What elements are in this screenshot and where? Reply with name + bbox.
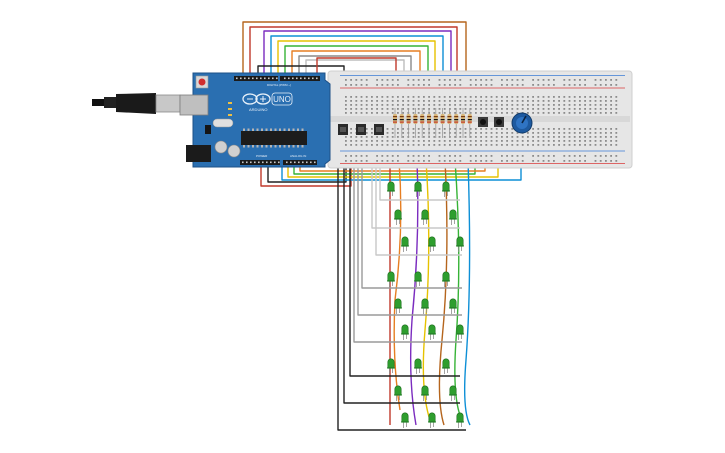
led-13[interactable] [394, 298, 402, 314]
resistor-8[interactable] [440, 108, 445, 138]
arduino-brand-label: ARDUINO [249, 107, 267, 112]
led-8[interactable] [428, 236, 436, 252]
transistors [338, 124, 384, 135]
wire-layer-8[interactable] [343, 160, 460, 404]
usb-connector [155, 94, 181, 113]
resistor-10[interactable] [454, 108, 459, 138]
resistor-4[interactable] [413, 108, 418, 138]
led-2[interactable] [414, 181, 422, 197]
led-21[interactable] [442, 358, 450, 374]
breadboard-holes [345, 79, 618, 162]
wire-layer-5[interactable] [357, 160, 462, 316]
wire-col3-green[interactable] [454, 159, 463, 421]
header-analog [283, 160, 317, 165]
wire-col3-brown[interactable] [438, 159, 448, 426]
led-17[interactable] [428, 324, 436, 340]
usb-plug [104, 97, 116, 108]
wire-col2-yellow[interactable] [422, 159, 431, 421]
led-24[interactable] [449, 385, 457, 401]
led-22[interactable] [394, 385, 402, 401]
arduino-board [192, 72, 331, 168]
wire-col3-blue[interactable] [463, 159, 471, 426]
capacitor-2 [227, 144, 241, 158]
wire-gnd-black[interactable] [267, 158, 347, 183]
led-26[interactable] [428, 412, 436, 428]
resistors [393, 108, 472, 138]
power-jack [186, 145, 211, 162]
power-header-label: POWER [256, 154, 268, 158]
led-11[interactable] [414, 271, 422, 287]
wire-col2-purple[interactable] [409, 159, 419, 426]
resistor-2[interactable] [399, 108, 404, 138]
led-20[interactable] [414, 358, 422, 374]
led-18[interactable] [456, 324, 464, 340]
analog-header-label: ANALOG IN [290, 154, 306, 158]
led-3[interactable] [442, 181, 450, 197]
wire-layer-6[interactable] [353, 160, 462, 343]
microcontroller-chip [241, 131, 307, 145]
led-12[interactable] [442, 271, 450, 287]
transistor-3[interactable] [374, 124, 384, 135]
wire-layer-9[interactable] [337, 160, 466, 431]
crystal [212, 118, 234, 128]
led-10[interactable] [387, 271, 395, 287]
led-25[interactable] [401, 412, 409, 428]
led-16[interactable] [401, 324, 409, 340]
reset-button[interactable] [198, 78, 206, 86]
usb-cable [92, 93, 181, 114]
led-9[interactable] [456, 236, 464, 252]
wire-layer-3[interactable] [379, 160, 460, 201]
usb-port [179, 94, 209, 116]
resistor-9[interactable] [447, 108, 452, 138]
resistor-11[interactable] [461, 108, 465, 138]
wire-col1-orange[interactable] [393, 159, 402, 411]
led-5[interactable] [421, 209, 429, 225]
led-27[interactable] [456, 412, 464, 428]
potentiometer[interactable] [511, 112, 533, 134]
resistor-3[interactable] [406, 108, 411, 138]
wire-layer-1[interactable] [375, 160, 462, 256]
led-7[interactable] [401, 236, 409, 252]
led-19[interactable] [387, 358, 395, 374]
pushbutton-2[interactable] [494, 117, 504, 127]
led-4[interactable] [394, 209, 402, 225]
led-14[interactable] [421, 298, 429, 314]
wire-power-red[interactable] [260, 152, 352, 187]
arduino-logo [242, 93, 271, 105]
wire-layer-4[interactable] [361, 160, 462, 289]
header-power [240, 160, 280, 165]
resistor-7[interactable] [433, 108, 438, 138]
led-6[interactable] [449, 209, 457, 225]
resistor-12[interactable] [467, 108, 472, 138]
transistor-2[interactable] [356, 124, 366, 135]
arduino-uno[interactable]: UNO ARDUINO DIGITAL (PWM ~) POWER ANALOG… [179, 72, 331, 168]
led-23[interactable] [421, 385, 429, 401]
capacitor-1 [214, 140, 228, 154]
arduino-model-label: UNO [273, 95, 291, 104]
pushbuttons [478, 117, 504, 127]
resistor-5[interactable] [420, 108, 425, 138]
led-1[interactable] [387, 181, 395, 197]
transistor-1[interactable] [338, 124, 348, 135]
potentiometer-knob-indicator [521, 115, 527, 124]
regulator [205, 125, 211, 134]
usb-cable-boot [116, 93, 156, 114]
usb-plug-tip [92, 99, 106, 106]
led-cube [387, 181, 464, 428]
wire-layer-7[interactable] [349, 160, 460, 377]
pushbutton-1[interactable] [478, 117, 488, 127]
resistor-1[interactable] [393, 108, 397, 138]
wire-layer-2[interactable] [371, 160, 460, 229]
resistor-6[interactable] [427, 108, 431, 138]
led-15[interactable] [449, 298, 457, 314]
digital-header-label: DIGITAL (PWM ~) [267, 83, 291, 87]
